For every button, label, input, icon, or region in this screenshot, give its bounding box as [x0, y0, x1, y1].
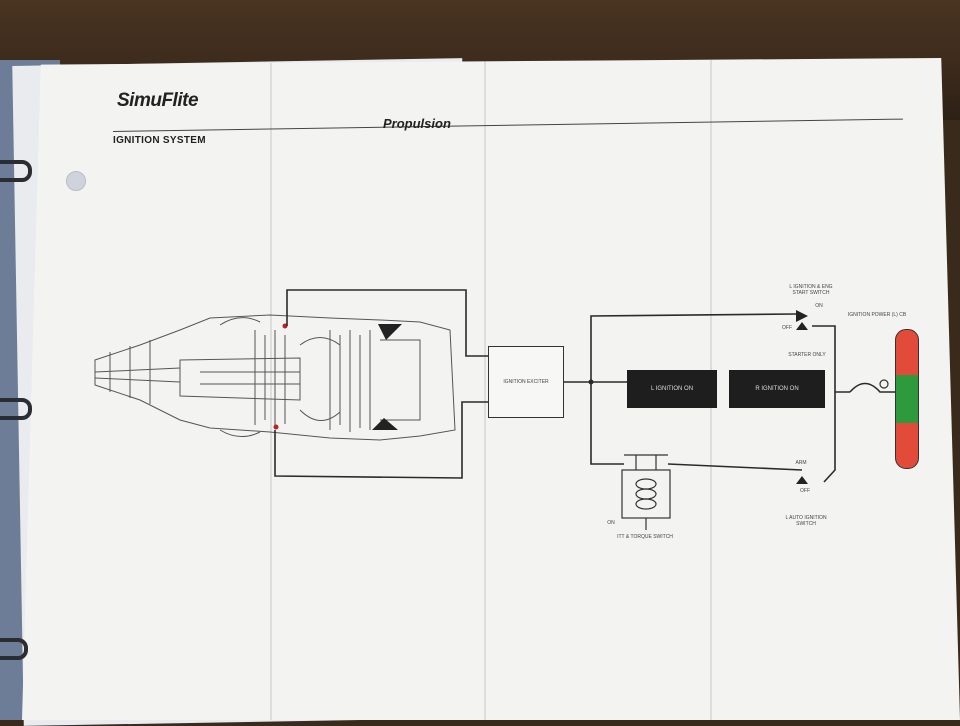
starter-only-arrow	[796, 322, 808, 330]
auto-ignition-switch-label: L AUTO IGNITION SWITCH	[785, 515, 827, 527]
page-fold	[484, 58, 486, 720]
auto-off-label: OFF	[800, 488, 810, 494]
indicator-green-band	[896, 375, 918, 423]
itt-torque-switch-label: ITT & TORQUE SWITCH	[617, 534, 673, 540]
left-ignition-annunciator: L IGNITION ON	[627, 370, 717, 408]
itt-torque-switch	[621, 454, 671, 530]
binder-ring	[0, 398, 32, 420]
starter-only-label: STARTER ONLY	[788, 352, 826, 358]
ignition-exciter-box: IGNITION EXCITER	[488, 346, 564, 418]
torque-switch-on-label: ON	[607, 520, 615, 526]
section-title: IGNITION SYSTEM	[113, 135, 206, 146]
binder-ring	[0, 160, 32, 182]
circuit-breaker-icon	[879, 379, 889, 389]
page-fold	[270, 58, 272, 720]
binder-ring	[0, 638, 28, 660]
eng-start-switch-label: L IGNITION & ENG START SWITCH	[789, 284, 833, 296]
engine-cutaway-drawing	[94, 314, 456, 441]
wiring	[274, 289, 895, 483]
brand-logo: SimuFlite	[117, 90, 199, 111]
eng-start-off-label: OFF	[782, 325, 792, 331]
eng-start-on-label: ON	[815, 303, 823, 309]
engine-outlet-marker	[378, 324, 402, 340]
chapter-title: Propulsion	[383, 116, 451, 131]
eng-start-switch-arm	[796, 310, 808, 322]
wire-junction	[588, 379, 594, 385]
auto-ignition-arrow	[796, 476, 808, 484]
ignition-power-cb-label: IGNITION POWER (L) CB	[847, 312, 907, 318]
punch-hole	[66, 171, 86, 191]
igniter-plug-lower	[273, 424, 279, 430]
auto-arm-label: ARM	[795, 460, 807, 466]
right-ignition-annunciator: R IGNITION ON	[729, 370, 825, 408]
engine-outlet-marker	[372, 418, 398, 430]
ignition-status-indicator	[895, 329, 919, 469]
